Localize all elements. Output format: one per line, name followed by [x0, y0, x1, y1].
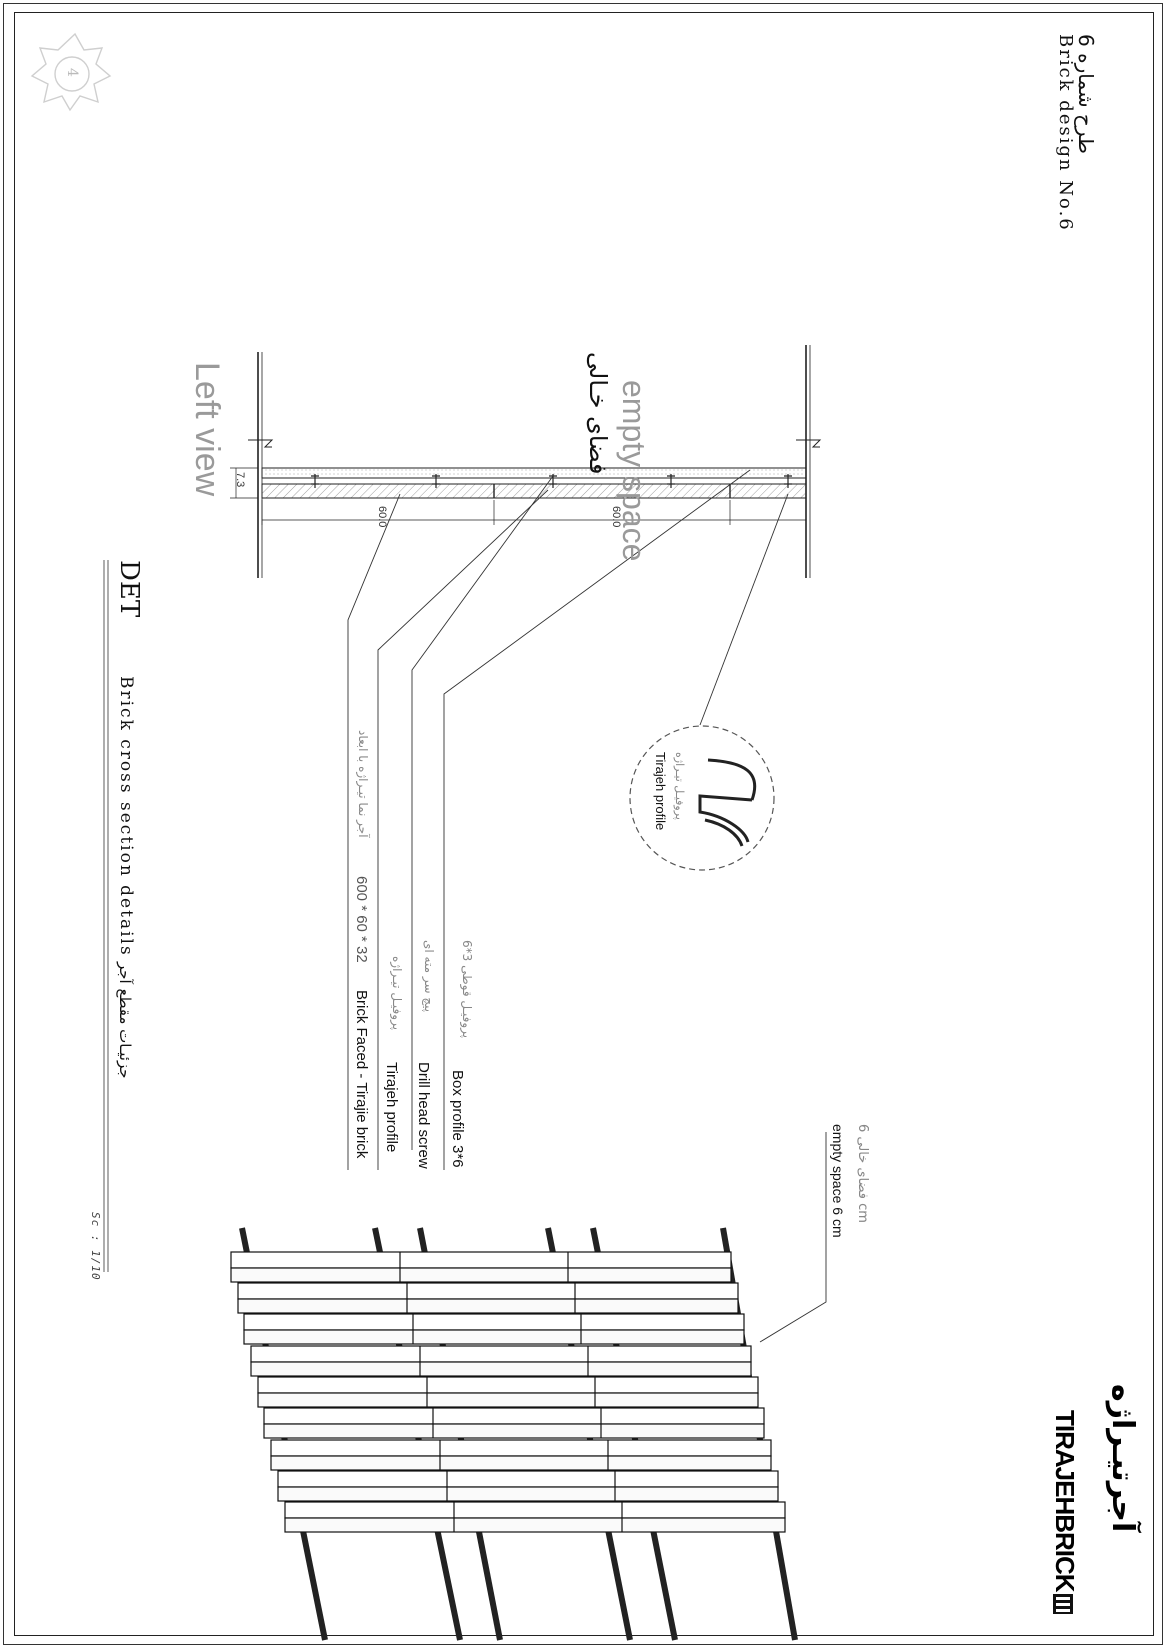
detail-title-en: Brick cross section details	[116, 676, 136, 957]
emblem-star-icon	[30, 32, 112, 112]
tirajeh-logo-icon	[1053, 1594, 1073, 1614]
label-box-profile-fa: پروفیـل قوطی 3*6	[460, 940, 474, 1039]
sheet-outer-border	[3, 3, 1163, 1645]
dim-right: 60.0	[610, 506, 622, 528]
label-brick-dim: 600 * 60 * 32	[353, 876, 370, 963]
callout-profile-fa: پروفیـل تیـراژه	[673, 752, 686, 820]
tirajeh-profile-callout	[629, 725, 775, 871]
label-tirajeh-profile-en: Tirajeh profile	[383, 1062, 400, 1153]
empty-space-fa: فضای خـالی	[584, 352, 612, 475]
empty-space-6cm-en: empty space 6 cm	[830, 1124, 846, 1238]
dim-left: 60.0	[376, 506, 388, 528]
left-view-label: Left view	[188, 362, 226, 497]
dim-thickness: 7.3	[234, 472, 246, 488]
scale-label: Sc : 1/10	[89, 1212, 102, 1281]
sheet-inner-border	[14, 12, 1154, 1636]
label-box-profile-en: Box profile 3*6	[449, 1070, 466, 1168]
brick-assembly-isometric	[230, 1227, 798, 1641]
label-drill-screw-en: Drill head screw	[415, 1062, 432, 1169]
label-drill-screw-fa: پیچ سر مته ای	[422, 940, 436, 1013]
left-view-section	[230, 345, 822, 578]
detail-title-fa: جزئیـات مقطع آجر	[116, 962, 134, 1079]
det-code: DET	[114, 560, 144, 618]
label-brick-fa: آجر نما تیـراژه با ابعاد	[356, 730, 370, 838]
sheet-badge: 4	[64, 68, 80, 77]
empty-space-en: empty space	[616, 380, 652, 562]
empty-space-6cm-fa: فضای خالی 6 cm	[855, 1124, 870, 1223]
callout-profile-en: Tirajeh profile	[653, 752, 668, 831]
title-en: Brick design No.6	[1055, 34, 1076, 232]
label-brick-en: Brick Faced - Tirajie brick	[353, 990, 370, 1159]
leader-lines	[347, 469, 827, 1343]
title-fa: طرح شماره 6	[1074, 34, 1098, 154]
logo-text-fa: آجرتیـراژه	[1105, 1384, 1140, 1533]
logo-text-en: TIRAJEHBRICK	[1050, 1410, 1080, 1592]
label-tirajeh-profile-fa: پروفیـل تیـراژه	[390, 956, 404, 1031]
